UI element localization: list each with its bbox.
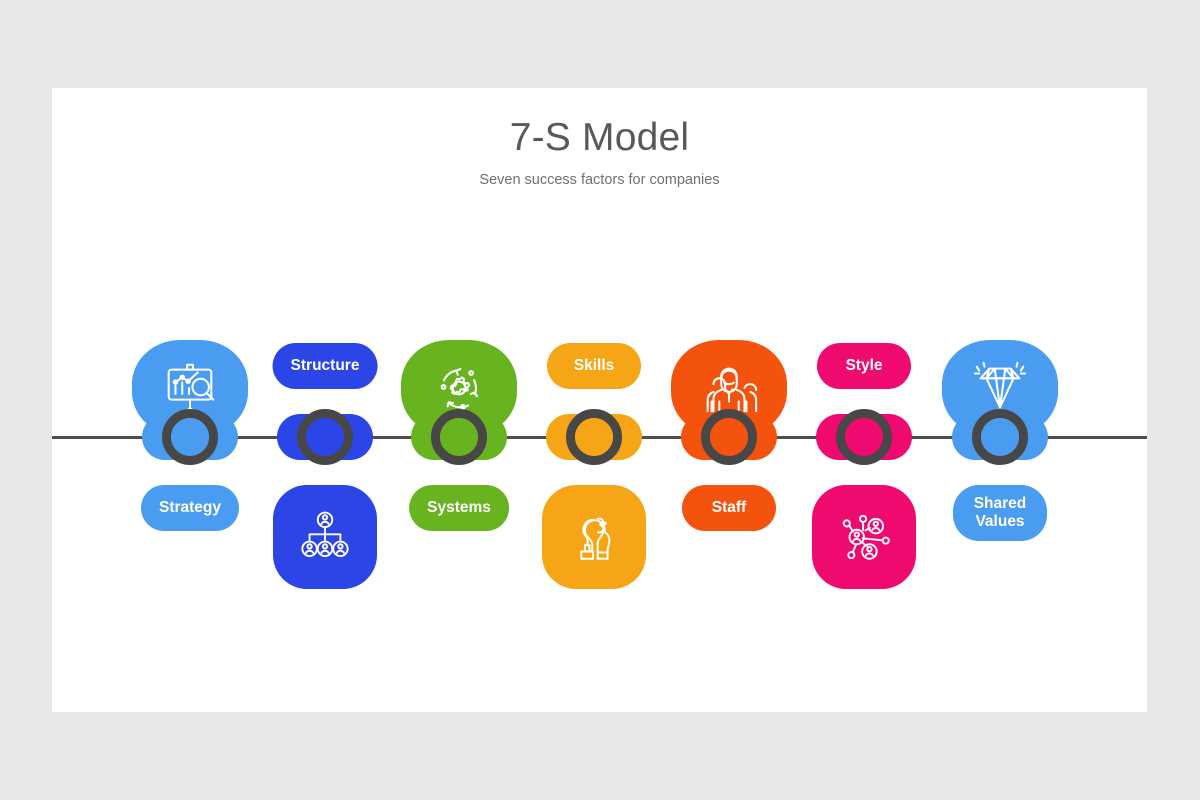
marker-ring [972, 409, 1028, 465]
marker-core [575, 418, 613, 456]
step-label: Shared Values [953, 485, 1047, 541]
page-subtitle: Seven success factors for companies [479, 172, 720, 188]
timeline-marker[interactable] [952, 409, 1048, 465]
lightbulb-puzzle-hand-icon [542, 485, 646, 589]
marker-ring [836, 409, 892, 465]
timeline-marker[interactable] [816, 409, 912, 465]
marker-ring [297, 409, 353, 465]
timeline-marker[interactable] [411, 409, 507, 465]
marker-ring [566, 409, 622, 465]
marker-core [710, 418, 748, 456]
marker-core [306, 418, 344, 456]
marker-ring [431, 409, 487, 465]
step-label: Structure [272, 343, 378, 389]
marker-core [171, 418, 209, 456]
timeline-marker[interactable] [277, 409, 373, 465]
step-label: Strategy [140, 485, 240, 531]
people-network-icon [812, 485, 916, 589]
page-title: 7-S Model [509, 116, 690, 159]
timeline-marker[interactable] [142, 409, 238, 465]
marker-ring [162, 409, 218, 465]
step-label: Staff [682, 485, 776, 531]
marker-core [845, 418, 883, 456]
marker-ring [701, 409, 757, 465]
step-label: Style [817, 343, 911, 389]
marker-core [981, 418, 1019, 456]
timeline-marker[interactable] [681, 409, 777, 465]
slide-canvas: 7-S Model Seven success factors for comp… [52, 88, 1147, 712]
marker-core [440, 418, 478, 456]
org-chart-people-icon [273, 485, 377, 589]
step-label: Skills [547, 343, 641, 389]
step-label: Systems [409, 485, 509, 531]
timeline-marker[interactable] [546, 409, 642, 465]
